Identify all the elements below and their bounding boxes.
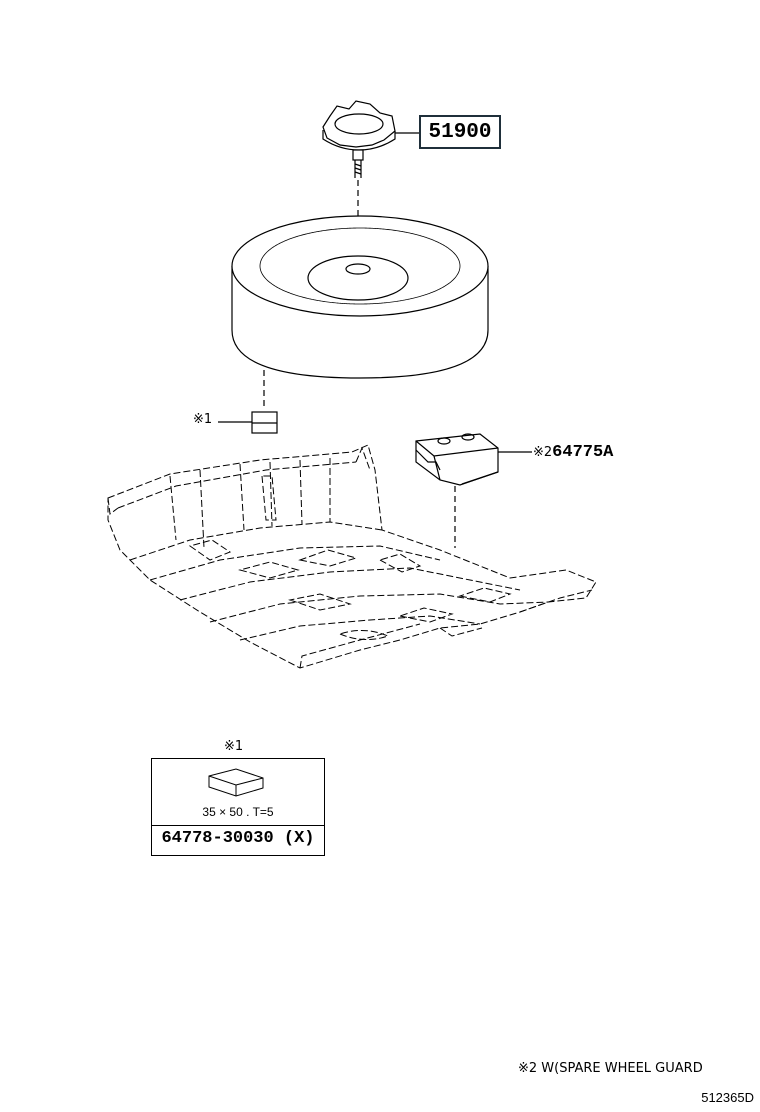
part-number-51900[interactable]: 51900 bbox=[419, 115, 501, 149]
floor-pan-outline bbox=[107, 444, 597, 669]
diagram-code: 512365D bbox=[701, 1090, 754, 1105]
tire-lock-bolt[interactable] bbox=[322, 100, 396, 178]
detail-note-mark: ※1 bbox=[224, 739, 244, 754]
wheel-guard-block[interactable] bbox=[415, 433, 499, 486]
part-number-64775a[interactable]: 64775A bbox=[552, 443, 614, 462]
part-number-64778-30030[interactable]: 64778-30030 (X) bbox=[161, 829, 315, 848]
spacer-block[interactable] bbox=[251, 411, 278, 434]
spacer-detail-sketch bbox=[208, 768, 264, 797]
spacer-note-mark: ※1 bbox=[193, 412, 213, 427]
part-callout-64775a[interactable]: ※264775A bbox=[533, 441, 613, 462]
spacer-dimensions: 35 × 50 . T=5 bbox=[202, 805, 274, 819]
spare-tire bbox=[231, 215, 489, 379]
spacer-detail-box: 35 × 50 . T=5 64778-30030 (X) bbox=[151, 758, 325, 856]
note-mark-2: ※2 bbox=[533, 445, 553, 460]
detail-divider bbox=[152, 825, 324, 826]
footnote-spare-wheel-guard: ※2 W(SPARE WHEEL GUARD bbox=[518, 1061, 703, 1076]
